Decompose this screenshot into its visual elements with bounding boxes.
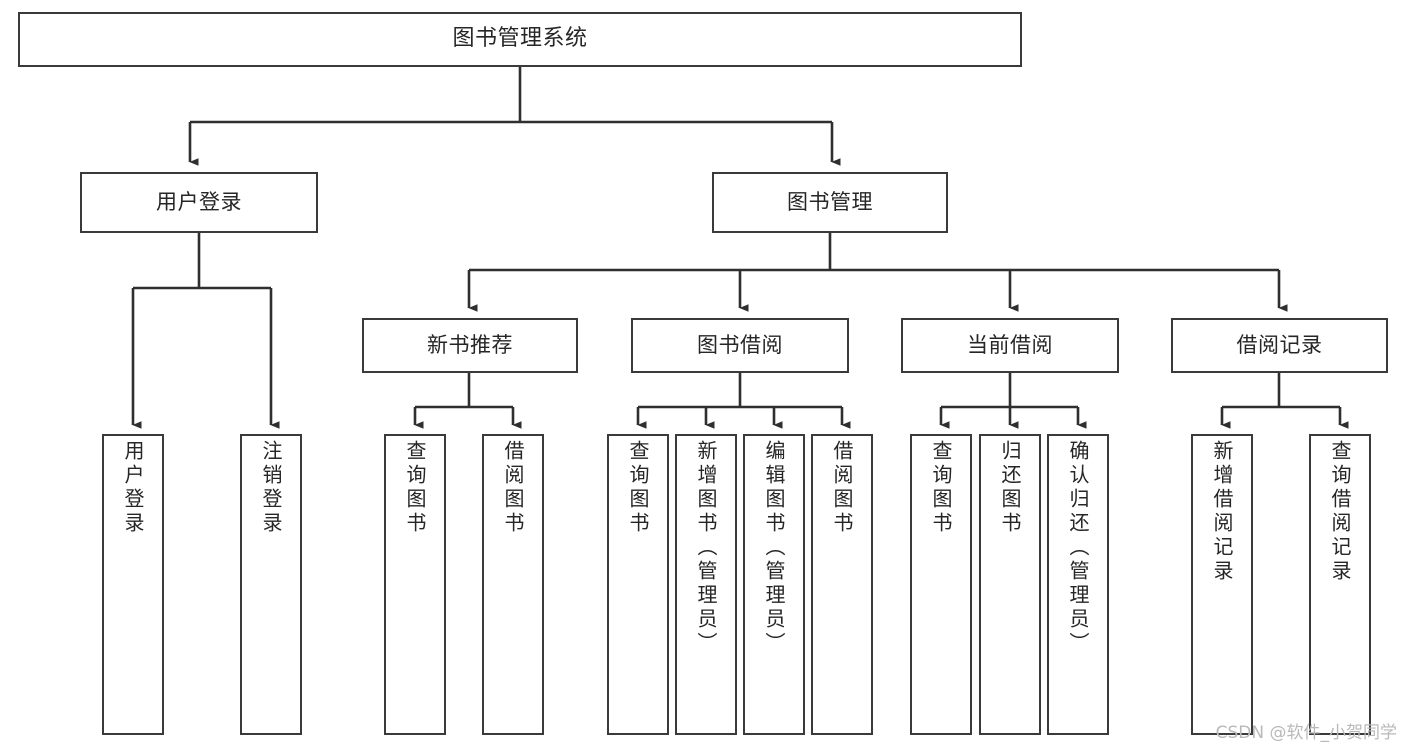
node-label: 归还图书 bbox=[998, 440, 1022, 536]
leaf-user-logout[interactable]: 注销登录 bbox=[240, 434, 302, 735]
node-borrow-record[interactable]: 借阅记录 bbox=[1171, 318, 1388, 373]
node-label: 新增借阅记录 bbox=[1210, 440, 1234, 584]
node-book-manage[interactable]: 图书管理 bbox=[712, 172, 948, 233]
csdn-watermark: CSDN @软件_小贺同学 bbox=[1215, 723, 1397, 743]
node-label: 当前借阅 bbox=[967, 332, 1053, 357]
node-label: 编辑图书（管理员） bbox=[762, 440, 786, 656]
leaf-user-login[interactable]: 用户登录 bbox=[102, 434, 164, 735]
node-label: 图书管理系统 bbox=[452, 26, 588, 52]
node-user-login[interactable]: 用户登录 bbox=[80, 172, 318, 233]
leaf-borrow-book-2[interactable]: 借阅图书 bbox=[811, 434, 873, 735]
node-current-borrow[interactable]: 当前借阅 bbox=[901, 318, 1119, 373]
node-label: 确认归还（管理员） bbox=[1066, 440, 1090, 656]
leaf-edit-book[interactable]: 编辑图书（管理员） bbox=[743, 434, 805, 735]
node-label: 新书推荐 bbox=[427, 332, 513, 357]
leaf-return-book[interactable]: 归还图书 bbox=[979, 434, 1041, 735]
leaf-query-record[interactable]: 查询借阅记录 bbox=[1309, 434, 1371, 735]
node-label: 新增图书（管理员） bbox=[694, 440, 718, 656]
node-label: 图书管理 bbox=[787, 189, 873, 214]
node-book-borrow[interactable]: 图书借阅 bbox=[631, 318, 849, 373]
leaf-confirm-return[interactable]: 确认归还（管理员） bbox=[1047, 434, 1109, 735]
node-root-system[interactable]: 图书管理系统 bbox=[18, 12, 1022, 67]
leaf-borrow-book-1[interactable]: 借阅图书 bbox=[482, 434, 544, 735]
leaf-query-book-1[interactable]: 查询图书 bbox=[384, 434, 446, 735]
node-label: 查询图书 bbox=[626, 440, 650, 536]
node-new-book-recommend[interactable]: 新书推荐 bbox=[362, 318, 578, 373]
node-label: 注销登录 bbox=[259, 440, 283, 536]
leaf-add-book[interactable]: 新增图书（管理员） bbox=[675, 434, 737, 735]
node-label: 用户登录 bbox=[121, 440, 145, 536]
node-label: 查询图书 bbox=[929, 440, 953, 536]
node-label: 图书借阅 bbox=[697, 332, 783, 357]
node-label: 查询借阅记录 bbox=[1328, 440, 1352, 584]
node-label: 借阅图书 bbox=[830, 440, 854, 536]
node-label: 用户登录 bbox=[156, 189, 242, 214]
leaf-query-book-2[interactable]: 查询图书 bbox=[607, 434, 669, 735]
leaf-query-book-3[interactable]: 查询图书 bbox=[910, 434, 972, 735]
leaf-add-record[interactable]: 新增借阅记录 bbox=[1191, 434, 1253, 735]
node-label: 查询图书 bbox=[403, 440, 427, 536]
node-label: 借阅图书 bbox=[501, 440, 525, 536]
node-label: 借阅记录 bbox=[1236, 332, 1323, 357]
